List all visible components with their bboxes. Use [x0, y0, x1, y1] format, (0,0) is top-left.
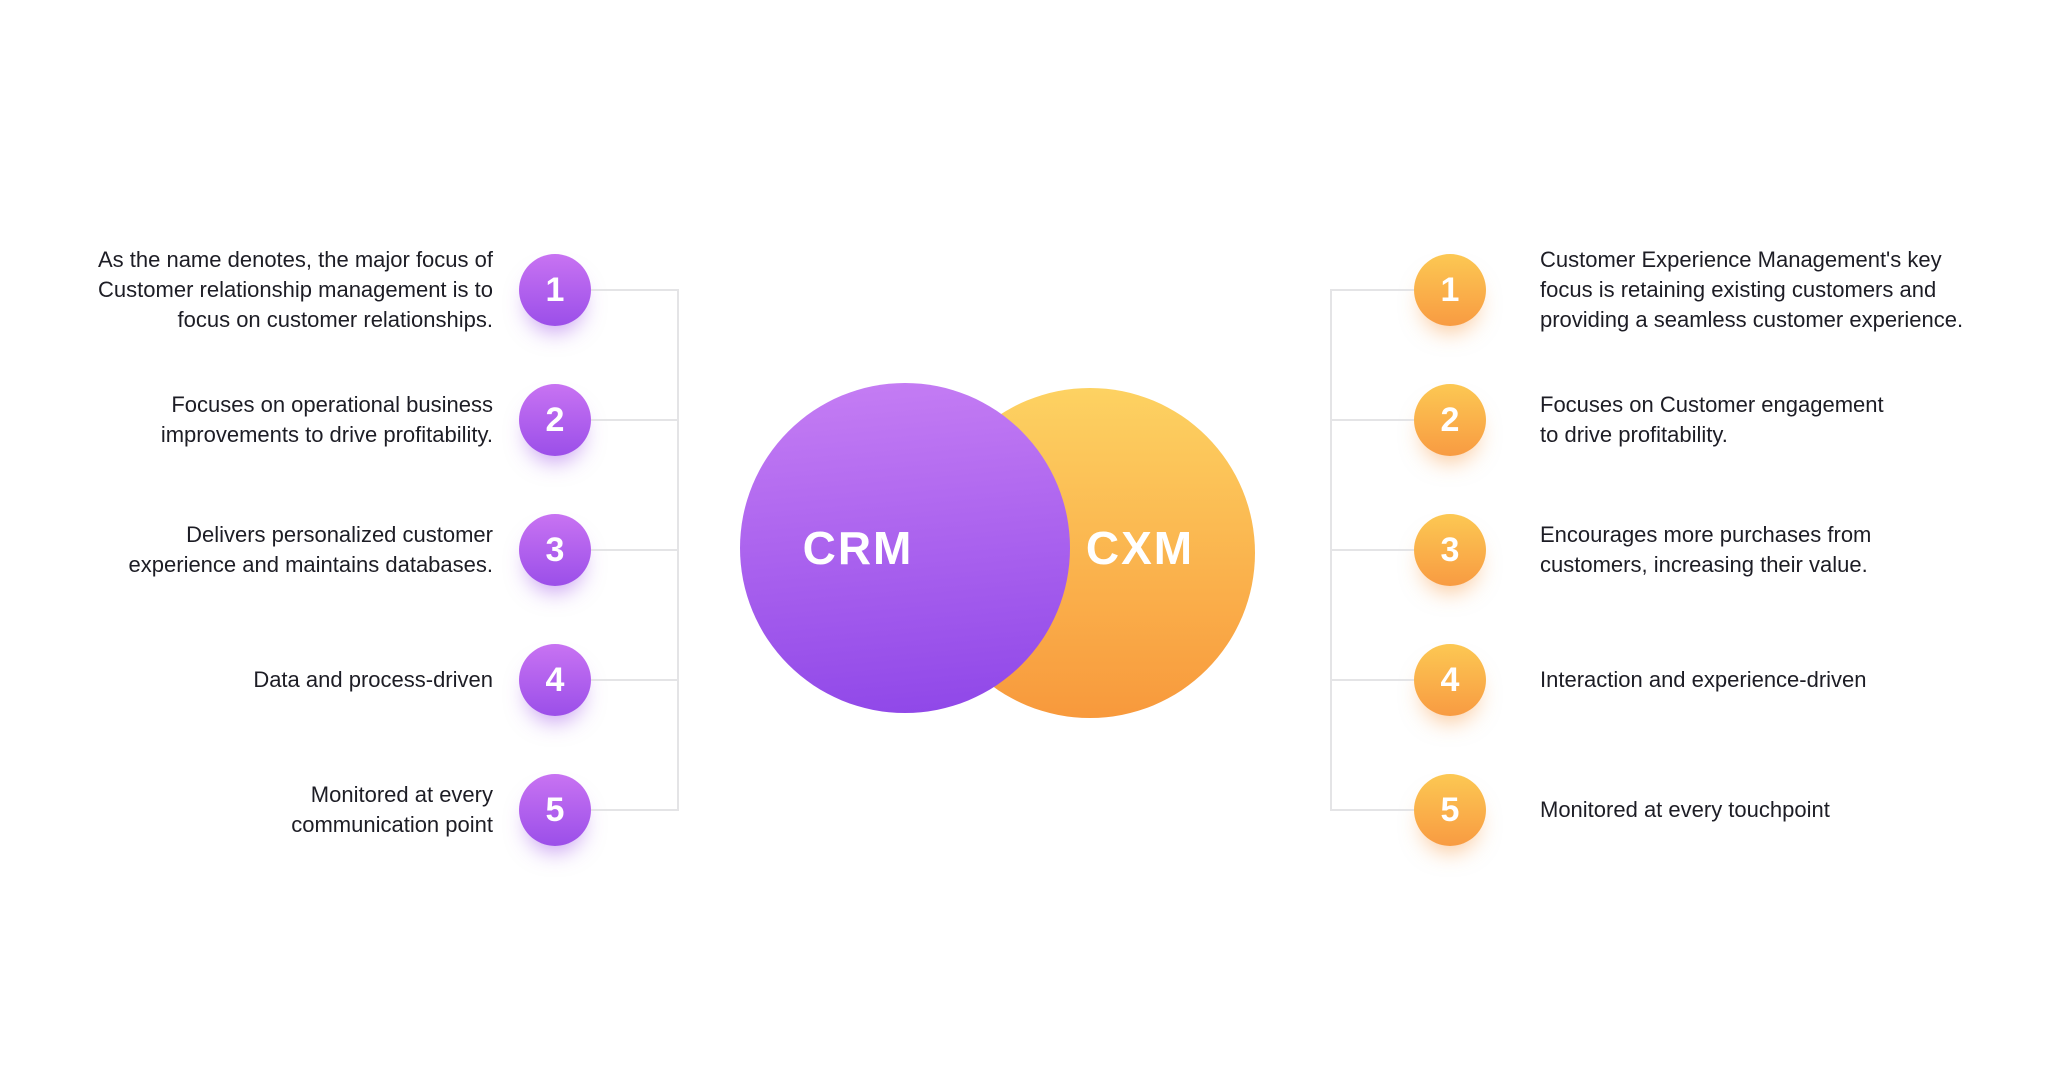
connector-line: [591, 419, 677, 421]
connector-line: [1331, 549, 1414, 551]
cxm-item-number-3: 3: [1414, 514, 1486, 586]
connector-line: [591, 289, 677, 291]
cxm-item-text-5: Monitored at every touchpoint: [1540, 797, 1830, 822]
cxm-item-number-2: 2: [1414, 384, 1486, 456]
cxm-item-row-4: Interaction and experience-driven 4: [0, 610, 2048, 750]
crm-item-number-3: 3: [519, 514, 591, 586]
cxm-item-text-4: Interaction and experience-driven: [1540, 667, 1867, 692]
cxm-item-row-1: Customer Experience Management's key foc…: [0, 220, 2048, 360]
connector-line: [1331, 289, 1414, 291]
crm-item-number-4: 4: [519, 644, 591, 716]
cxm-item-number-5: 5: [1414, 774, 1486, 846]
left-connector-vertical-line: [677, 289, 679, 811]
connector-line: [1331, 679, 1414, 681]
cxm-item-text-2: Focuses on Customer engagement to drive …: [1540, 392, 1884, 447]
crm-item-text-1: As the name denotes, the major focus of …: [97, 247, 493, 332]
cxm-item-number-4: 4: [1414, 644, 1486, 716]
crm-item-row-2: Focuses on operational business improvem…: [0, 350, 2048, 490]
cxm-item-row-2: Focuses on Customer engagement to drive …: [0, 350, 2048, 490]
cxm-item-number-1: 1: [1414, 254, 1486, 326]
cxm-label: CXM: [1085, 522, 1195, 574]
cxm-item-text-3: Encourages more purchases from customers…: [1540, 522, 1872, 577]
connector-line: [1331, 419, 1414, 421]
crm-item-text-3: Delivers personalized customer experienc…: [128, 522, 493, 577]
connector-line: [591, 679, 677, 681]
crm-item-row-4: Data and process-driven 4: [0, 610, 2048, 750]
crm-item-number-1: 1: [519, 254, 591, 326]
crm-item-row-5: Monitored at every communication point 5: [0, 740, 2048, 880]
crm-item-row-3: Delivers personalized customer experienc…: [0, 480, 2048, 620]
connector-line: [1331, 809, 1414, 811]
cxm-item-text-1: Customer Experience Management's key foc…: [1540, 247, 1964, 332]
crm-circle: [740, 383, 1070, 713]
crm-item-text-2: Focuses on operational business improvem…: [160, 392, 493, 447]
cxm-item-row-5: Monitored at every touchpoint 5: [0, 740, 2048, 880]
connector-line: [591, 549, 677, 551]
cxm-item-row-3: Encourages more purchases from customers…: [0, 480, 2048, 620]
crm-item-number-5: 5: [519, 774, 591, 846]
crm-item-number-2: 2: [519, 384, 591, 456]
crm-label: CRM: [802, 522, 914, 574]
crm-item-row-1: As the name denotes, the major focus of …: [0, 220, 2048, 360]
connector-line: [591, 809, 677, 811]
crm-item-text-4: Data and process-driven: [253, 667, 493, 692]
crm-item-text-5: Monitored at every communication point: [291, 782, 493, 837]
